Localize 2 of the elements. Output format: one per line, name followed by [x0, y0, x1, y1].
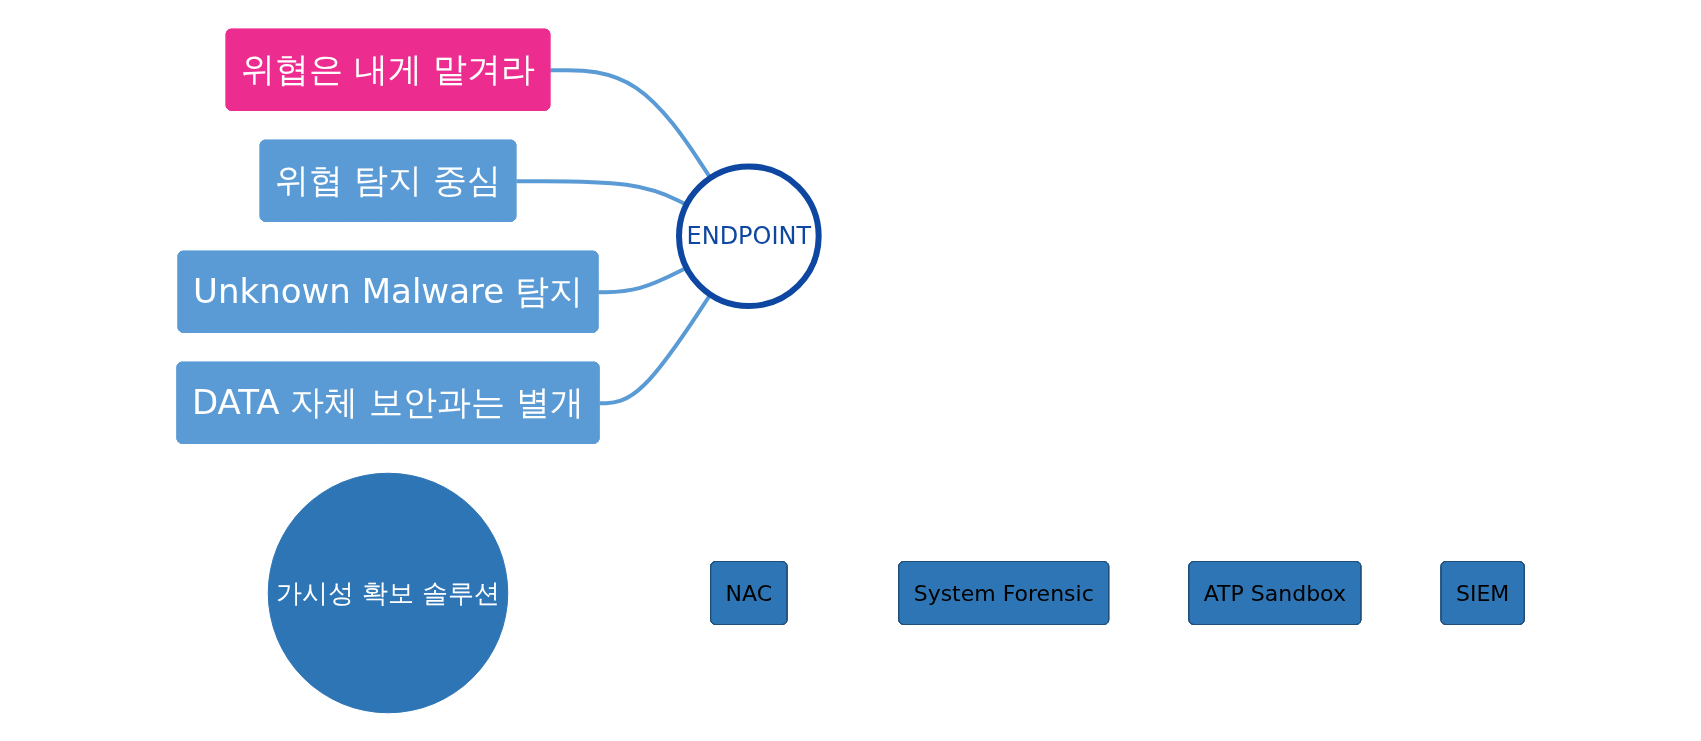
node-circle: 가시성 확보 솔루션 — [267, 472, 509, 713]
node-circle: ENDPOINT — [675, 162, 822, 309]
